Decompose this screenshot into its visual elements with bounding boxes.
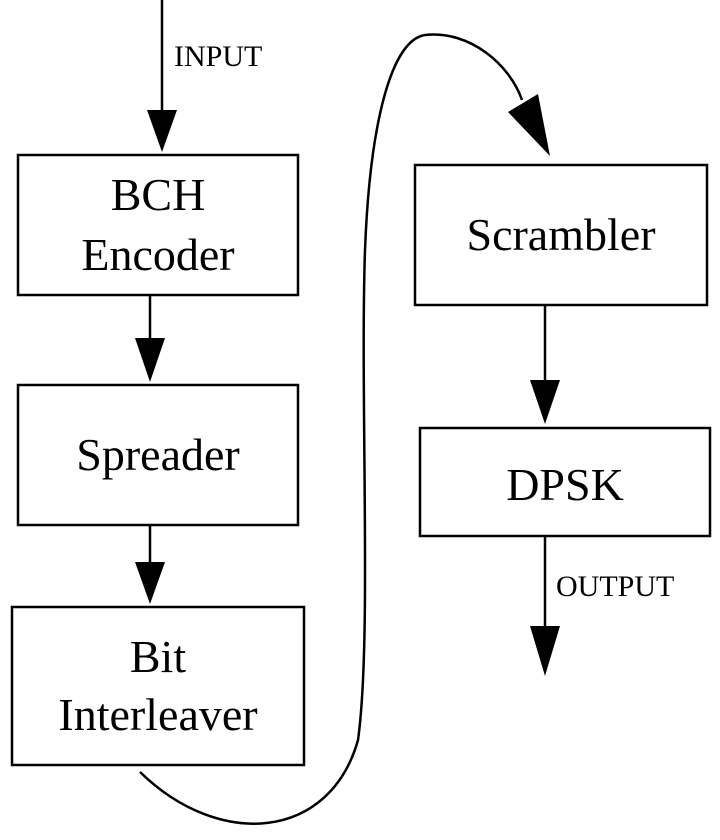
bch-to-spreader-head [135, 338, 165, 382]
bch-encoder-block: BCH Encoder [16, 153, 300, 297]
scrambler-block: Scrambler [413, 163, 709, 307]
bch-encoder-label-line1: BCH [111, 169, 206, 220]
scrambler-label: Scrambler [466, 209, 655, 260]
dpsk-label: DPSK [506, 459, 624, 510]
spreader-box [16, 383, 300, 527]
interleaver-to-scrambler-head [508, 94, 550, 156]
spreader-to-interleaver-head [135, 562, 165, 604]
bit-interleaver-label-line2: Interleaver [58, 689, 257, 740]
dpsk-block: DPSK [418, 426, 712, 538]
spreader-block: Spreader [16, 383, 300, 527]
input-label: INPUT [174, 40, 262, 73]
bit-interleaver-block: Bit Interleaver [10, 605, 306, 767]
scrambler-to-dpsk-head [530, 380, 560, 424]
spreader-label: Spreader [76, 429, 239, 480]
input-arrow-head [147, 110, 177, 152]
output-label: OUTPUT [556, 570, 674, 603]
bit-interleaver-label-line1: Bit [130, 631, 186, 682]
bit-interleaver-box [10, 605, 306, 767]
interleaver-to-scrambler-curve [139, 33, 524, 825]
output-arrow-head [530, 626, 560, 676]
bch-encoder-label-line2: Encoder [81, 229, 234, 280]
bch-encoder-box [16, 153, 300, 297]
dpsk-box [418, 426, 712, 538]
scrambler-box [413, 163, 709, 307]
